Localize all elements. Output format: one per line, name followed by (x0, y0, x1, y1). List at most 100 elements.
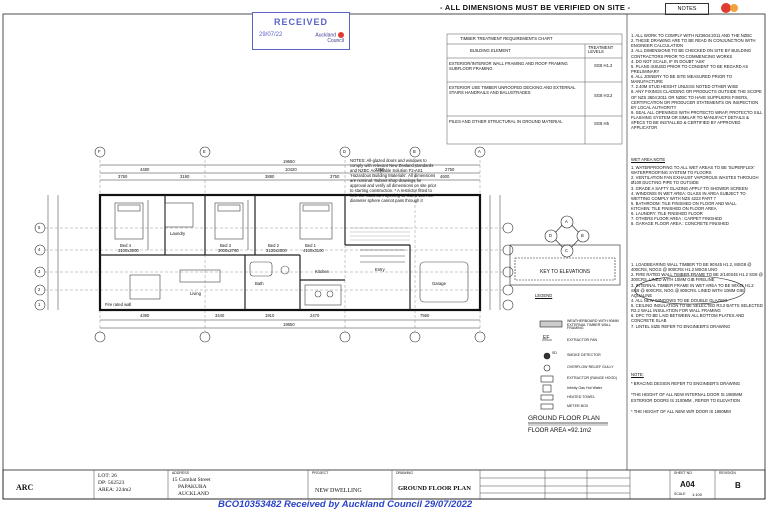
sheet-number: A04 (680, 480, 695, 489)
lining-note: 5. CEILING INSULATION TO BE SELECTED R3.… (631, 303, 763, 314)
bottom-total-dim: 19650 (283, 322, 295, 327)
general-note: 6. ALL JOINERY TO BE SITE MEASURED PRIOR… (631, 74, 733, 85)
scale-value: 1:100 (692, 492, 703, 497)
plan-title: GROUND FLOOR PLAN (528, 415, 600, 422)
lining-notes: 1. LOADBEARING WALL TIMBER TO BE 90X45 H… (631, 262, 763, 329)
site-area: AREA: 224m2 (98, 487, 132, 493)
grid-label: A (478, 149, 481, 154)
timber-row-element: EXTERIOR/INTERIOR WALL FRAMING AND ROOF … (449, 61, 568, 72)
stamp-label: RECEIVED (273, 17, 328, 27)
legend-title: LEGEND (535, 293, 553, 298)
top-dim: 4480 (140, 167, 150, 172)
wet-note: KITCHEN: TILE FINISHED ON FLOOR AREA (631, 206, 717, 211)
legend-item: EXTRACTOR (RANGE HOOD) (567, 376, 618, 380)
general-note: 5. PLANS ISSUED PRIOR TO CONSENT TO BE R… (631, 63, 749, 74)
general-notes: 1. ALL WORK TO COMPLY WITH NZ3604:2011 A… (631, 33, 763, 130)
room-label: Bed 4 (120, 243, 131, 248)
grid-label: F (98, 149, 101, 154)
general-note: 2. THESE DRAWING ARE TO BE READ IN CONJU… (631, 38, 756, 49)
footer-received-stamp: BCO10353482 Received by Auckland Council… (218, 499, 473, 510)
plan-floor-area: FLOOR AREA =92.1m2 (528, 428, 592, 434)
timber-table-col2: TREATMENT LEVELS (588, 45, 614, 55)
top-dim-2: 4600 (440, 174, 450, 179)
bottom-note: * THE HEIGHT OF ALL NEW W/R DOOR IS 1980… (631, 409, 731, 415)
note-heading: NOTE: (631, 372, 644, 377)
stamp-org-line1: Auckland (315, 32, 336, 39)
legend-item: METER BOX (567, 404, 589, 408)
top-dim-2: 3750 (118, 174, 128, 179)
project-name: NEW DWELLING (315, 488, 362, 494)
grid-label: 1 (38, 302, 41, 307)
timber-row-element: PILES AND OTHER STRUCTURAL IN GROUND MAT… (449, 119, 563, 124)
room-label: Kitchen (315, 269, 329, 274)
top-dim-2: 3190 (180, 174, 190, 179)
room-label: Bed 1 (305, 243, 316, 248)
sheet-label: SHEET NO (674, 471, 692, 475)
key-elevations-title: KEY TO ELEVATIONS (540, 269, 591, 275)
elevation-letter: A (565, 219, 568, 224)
grid-label: 2 (38, 287, 41, 292)
room-label: Bed 2 (268, 243, 279, 248)
room-size: 4100x3100 (303, 248, 324, 253)
drawing-label: DRAWING (396, 471, 413, 475)
timber-row-level: SG8 H1.2 (594, 63, 613, 68)
wet-area-title: WET AREA NOTE (631, 157, 666, 162)
legend-item: EXTRACTOR FAN (567, 338, 598, 342)
address-line1: 15 Combat Street (172, 477, 211, 483)
general-note: 9. SEAL ALL OPENINGS WITH PROTECTO WRAP,… (631, 109, 763, 131)
project-label: PROJECT (312, 471, 329, 475)
received-stamp: RECEIVED 29/07/22 Auckland Council (252, 12, 350, 50)
room-label: Bath (255, 281, 264, 286)
plan-notes-block: NOTES: All-glazed doors and windows to c… (350, 158, 437, 204)
general-note: 7. 2.40M STUD HEIGHT UNLESS NOTED OTHER … (631, 84, 739, 90)
drawing-title: GROUND FLOOR PLAN (398, 485, 471, 492)
wet-note: 8. GARAGE FLOOR AREA : CONCRETE FINISHED (631, 221, 729, 227)
general-note: 4. DO NOT SCALE, IF IN DOUBT 'ASK' (631, 58, 706, 64)
lining-note: 3. INTERNAL TIMBER FRAME IN WET AREA TO … (631, 282, 754, 298)
wet-note: 1. WATERPROOFING TO ALL WET AREAS TO BE … (631, 165, 755, 176)
elevation-letter: C (565, 248, 569, 253)
timber-row-level: SG8 H5 (594, 121, 609, 126)
general-note: 8. ANY FIXINGS CLADDING OR PRODUCTS OUTS… (631, 89, 762, 110)
grid-label: 5 (38, 225, 41, 230)
stamp-org-line2: Council (327, 37, 344, 44)
general-note: 3. ALL DIMENSIONS TO BE CHECKED ON SITE … (631, 48, 752, 59)
lining-note: 2. FIRE RATED WALL TIMBER FRAME TO BE 2/… (631, 272, 763, 283)
bottom-dim: 4390 (140, 313, 150, 318)
timber-table-title: TIMBER TREATMENT REQUIREMENTS CHART (460, 36, 553, 41)
lining-note: 7. LINTEL SIZE REFER TO ENGINEER'S DRAWI… (631, 323, 731, 329)
grid-label: 3 (38, 269, 41, 274)
bottom-dim: 1910 (265, 313, 275, 318)
elevation-letter: D (549, 233, 553, 238)
wet-note: 3. GRADE A SAFTY GLAZING APPLY TO SHOWER… (631, 185, 748, 191)
elevation-letter: B (581, 233, 584, 238)
legend-symbol-sd: SD (552, 351, 557, 355)
room-size: 3000x2760 (218, 248, 239, 253)
bottom-dim: 7560 (420, 313, 430, 318)
scale-label: SCALE (674, 492, 686, 496)
room-size: 3130x3000 (266, 248, 287, 253)
address-label: ADDRESS (172, 471, 189, 475)
room-label: Laundry (170, 231, 186, 236)
lining-note: 4. ALL NEW WINDOWS TO BE DOUBLE GLAZING (631, 297, 728, 303)
grid-label: D (343, 149, 347, 154)
dp-number: DP: 562523 (98, 480, 125, 486)
auckland-council-logo-icon (718, 2, 744, 14)
lot-number: LOT: 26 (98, 473, 117, 479)
legend-item: SMOKE DETECTOR (567, 353, 601, 357)
bottom-dim: 2470 (310, 313, 320, 318)
verify-dimensions-note: - ALL DIMENSIONS MUST BE VERIFIED ON SIT… (440, 3, 631, 12)
room-label: Entry (375, 267, 385, 272)
overall-dimension: 19650 (283, 159, 295, 164)
general-note: 1. ALL WORK TO COMPLY WITH NZ3604:2011 A… (631, 33, 753, 38)
firm-logo: ARC (16, 483, 34, 492)
top-dim: 2350 (375, 167, 385, 172)
lining-note: 6. DPC TO BE LAID BETWEEN ALL BOTTOM PLA… (631, 313, 745, 324)
bottom-note: *THE HEIGHT OF ALL NEW INTERNAL DOOR IS … (631, 392, 743, 403)
room-label: Living (190, 291, 201, 296)
top-dim: 10420 (285, 167, 297, 172)
room-label: Bed 3 (220, 243, 231, 248)
room-label: Garage (432, 281, 446, 286)
